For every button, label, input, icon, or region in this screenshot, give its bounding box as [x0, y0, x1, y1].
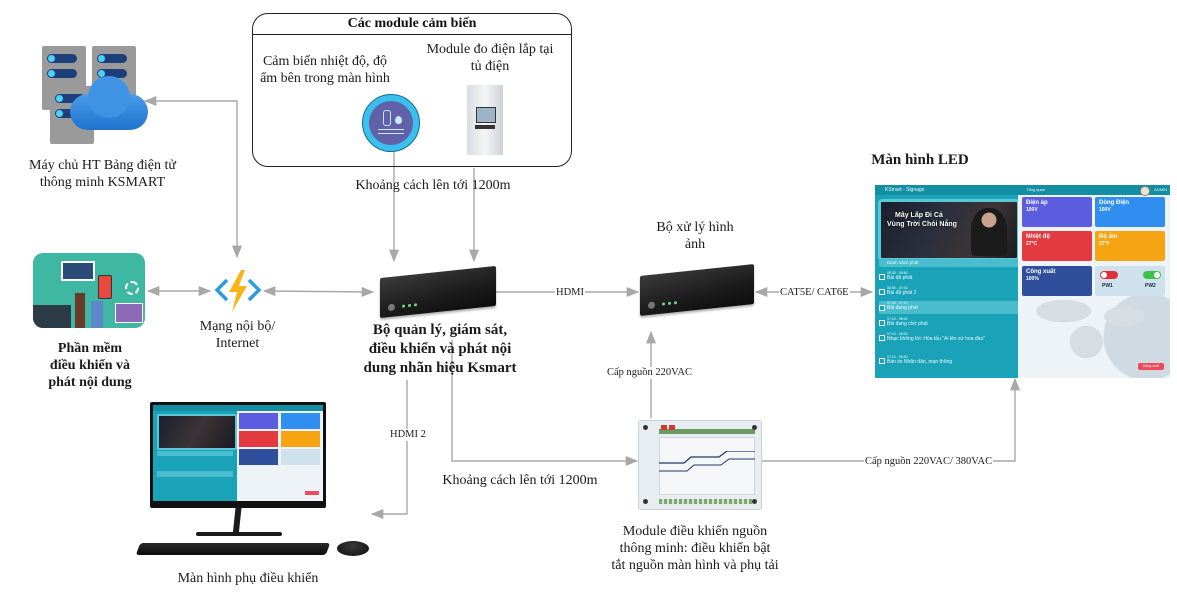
power-module-label-1: Module điều khiển nguồn	[622, 524, 768, 539]
aux-monitor-screen	[153, 405, 323, 501]
processor-label-1: Bộ xử lý hình	[656, 220, 734, 235]
wire-server-network	[143, 95, 243, 259]
keyboard-icon	[135, 543, 331, 555]
wire-controller-power	[451, 340, 639, 467]
power-220-380-label: Cấp nguồn 220VAC/ 380VAC	[864, 456, 994, 468]
cat-label: CAT5E/ CAT6E	[779, 287, 850, 299]
power-module-label-3: tắt nguồn màn hình và phụ tải	[611, 558, 779, 573]
sensor-group-title: Các module cảm biến	[253, 14, 571, 35]
led-screen-title: Màn hình LED	[871, 152, 969, 168]
aux-monitor-label: Màn hình phụ điều khiển	[177, 571, 319, 586]
sensor-distance-label: Khoảng cách lên tới 1200m	[355, 178, 511, 193]
controller-label-3: dung nhãn hiệu Ksmart	[363, 360, 517, 376]
logout-button[interactable]: Đăng xuất	[1138, 363, 1164, 370]
toggle-pw1[interactable]	[1100, 271, 1118, 279]
controller-label-2: điều khiển và phát nội	[368, 341, 512, 357]
software-label-2: điều khiển và	[49, 358, 131, 373]
server-cloud-icon	[40, 46, 150, 146]
hdmi2-label: HDMI 2	[389, 429, 427, 441]
power-meter-icon	[467, 85, 503, 155]
hdmi-label: HDMI	[555, 287, 585, 299]
software-label-1: Phần mềm	[57, 341, 123, 356]
mouse-icon	[337, 541, 369, 556]
power-meter-label: Module đo điện lắp tại tủ điện	[426, 42, 554, 74]
temp-humidity-sensor-label: Cảm biến nhiệt độ, độ ẩm bên trong màn h…	[260, 54, 390, 86]
network-label-1: Mạng nội bộ/	[199, 319, 276, 334]
power-220-label: Cấp nguồn 220VAC	[606, 367, 693, 379]
temp-humidity-sensor-icon	[362, 94, 420, 152]
software-label-3: phát nội dung	[48, 375, 132, 390]
aux-monitor	[150, 402, 326, 508]
user-label[interactable]: ADMIN	[1154, 187, 1167, 192]
avatar[interactable]	[1140, 186, 1150, 196]
software-illustration	[33, 253, 145, 328]
wire-power-led	[762, 377, 1021, 462]
led-screen-dashboard: KSmart - Signage Mây Lấp Đi Cả Vùng Trời…	[875, 185, 1170, 378]
server-label-2: thông minh KSMART	[39, 175, 166, 190]
server-label-1: Máy chủ HT Bảng điện tử	[29, 158, 176, 173]
power-module-label-2: thông minh: điều khiển bật	[619, 541, 771, 556]
video-thumbnail: Mây Lấp Đi Cả Vùng Trời Chói Nắng	[878, 199, 1020, 261]
dashboard-app-title: KSmart - Signage	[885, 187, 925, 193]
switch-panel: PW1 PW2	[1095, 266, 1165, 296]
thumbnail-title-1: Mây Lấp Đi Cả	[895, 212, 943, 219]
sensor-group-box: Các module cảm biến	[252, 13, 572, 167]
pw2-label: PW2	[1145, 283, 1156, 289]
pw1-label: PW1	[1102, 283, 1113, 289]
thumbnail-title-2: Vùng Trời Chói Nắng	[887, 221, 957, 228]
power-control-module-device	[638, 420, 762, 510]
power-distance-label: Khoảng cách lên tới 1200m	[442, 473, 598, 488]
toggle-pw2[interactable]	[1143, 271, 1161, 279]
overview-label: Tổng quan	[1026, 187, 1046, 192]
processor-label-2: ảnh	[684, 237, 706, 252]
controller-label-1: Bộ quản lý, giám sát,	[372, 322, 508, 338]
network-lightning-icon	[213, 268, 263, 314]
wire-network-controller	[262, 286, 375, 297]
monitor-base	[196, 532, 282, 536]
wire-hdmi2	[370, 380, 408, 520]
network-label-2: Internet	[215, 336, 260, 351]
